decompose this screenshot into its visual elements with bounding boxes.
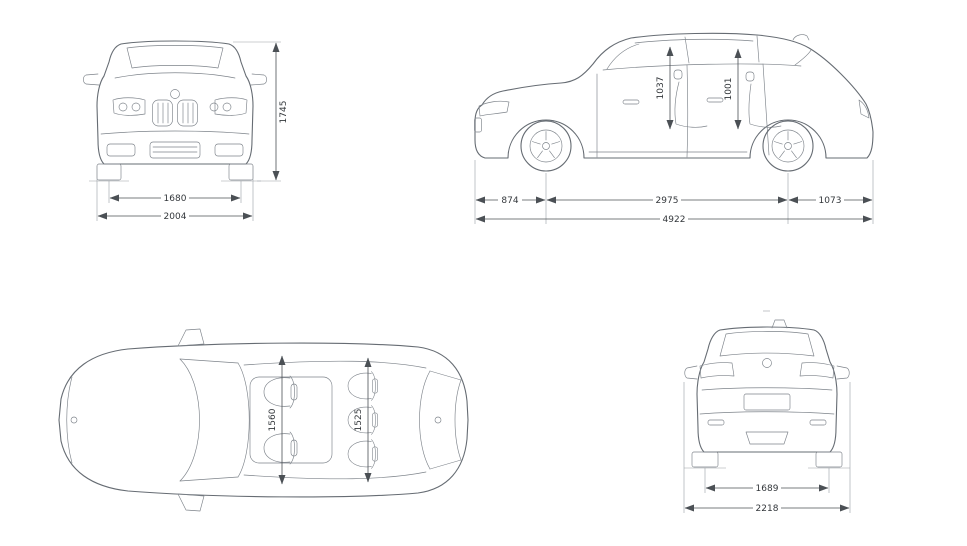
tailgate-seam (701, 387, 833, 391)
door-seams (596, 63, 770, 158)
rear-view: 1689 2218 (683, 310, 851, 514)
rear-mirrors (684, 365, 850, 380)
side-view: 1037 1001 874 2975 1073 4922 (474, 32, 874, 225)
dim-label-wheelbase: 2975 (656, 196, 679, 206)
rear-antenna-fin (771, 319, 788, 329)
front-wheels (96, 163, 254, 181)
dim-label-shoulder-rear: 1525 (354, 409, 364, 432)
hood-roundel-icon (70, 416, 78, 424)
front-car-drawing (83, 40, 267, 182)
brand-roundel-icon (170, 89, 180, 99)
dimension-rear-track: 1689 (704, 468, 830, 494)
dimension-headroom-rear: 1001 (724, 48, 742, 130)
bumper-line (699, 411, 835, 415)
front-hood-line (114, 72, 236, 79)
dimension-shoulder-front: 1560 (268, 355, 286, 485)
dimension-shoulder-rear: 1525 (354, 357, 372, 483)
dimension-length: 4922 (475, 214, 873, 225)
license-plate (743, 393, 791, 411)
roof-rails (243, 360, 427, 480)
dim-label-overhang-rear: 1073 (819, 196, 842, 206)
greenhouse (602, 35, 812, 71)
dim-label-headroom-front: 1037 (656, 77, 666, 100)
diffuser (745, 431, 789, 445)
dim-label-height: 1745 (279, 101, 289, 124)
taillight-side (858, 99, 870, 119)
windshield-area (179, 358, 250, 482)
dimension-overhangs-wheelbase: 874 2975 1073 (474, 160, 874, 224)
dim-label-rear-track: 1689 (756, 484, 779, 494)
dim-label-shoulder-front: 1560 (268, 408, 278, 431)
bumper-crease (100, 130, 250, 135)
front-body-outline (96, 40, 254, 165)
dim-label-overhang-front: 874 (501, 196, 518, 206)
rear-window-area (419, 370, 462, 470)
side-mirrors (83, 73, 267, 86)
top-car-drawing (58, 328, 469, 512)
rear-wheel (762, 120, 814, 172)
dimension-headroom-front: 1037 (656, 46, 674, 130)
kidney-grille (152, 99, 198, 127)
front-fascia-arc (66, 376, 73, 464)
side-body-outline (474, 32, 874, 159)
rear-window (719, 331, 815, 357)
front-windshield (126, 45, 224, 69)
antenna-fin (792, 34, 810, 41)
top-view: 1560 1525 (58, 328, 469, 512)
top-mirrors (177, 328, 205, 512)
dim-label-headroom-rear: 1001 (724, 78, 734, 101)
interior-seats (673, 69, 782, 128)
rear-body-outline (696, 326, 838, 453)
lower-intakes (106, 141, 244, 159)
top-body-outline (58, 342, 469, 498)
front-fascia-details (474, 100, 510, 133)
tailgate-roundel-icon (434, 416, 442, 424)
dimension-front-track: 1680 (108, 181, 242, 204)
taillights (699, 362, 835, 379)
dim-label-front-width: 2004 (164, 212, 187, 222)
dimension-front-width: 2004 (96, 166, 254, 222)
dim-label-length: 4922 (663, 215, 686, 225)
reflectors (707, 419, 827, 426)
side-car-drawing (474, 32, 874, 172)
dim-label-front-track: 1680 (164, 194, 187, 204)
front-view: 1745 1680 2004 (83, 40, 289, 222)
dimension-front-height: 1745 (233, 41, 289, 182)
headlights (112, 97, 248, 116)
dimension-width-mirrors: 2218 (683, 382, 851, 514)
rear-car-drawing (684, 310, 850, 469)
tailgate-roundel-icon (762, 358, 772, 368)
rear-wheels (691, 451, 843, 468)
front-wheel (520, 120, 572, 172)
dim-label-width-mirrors: 2218 (756, 504, 779, 514)
